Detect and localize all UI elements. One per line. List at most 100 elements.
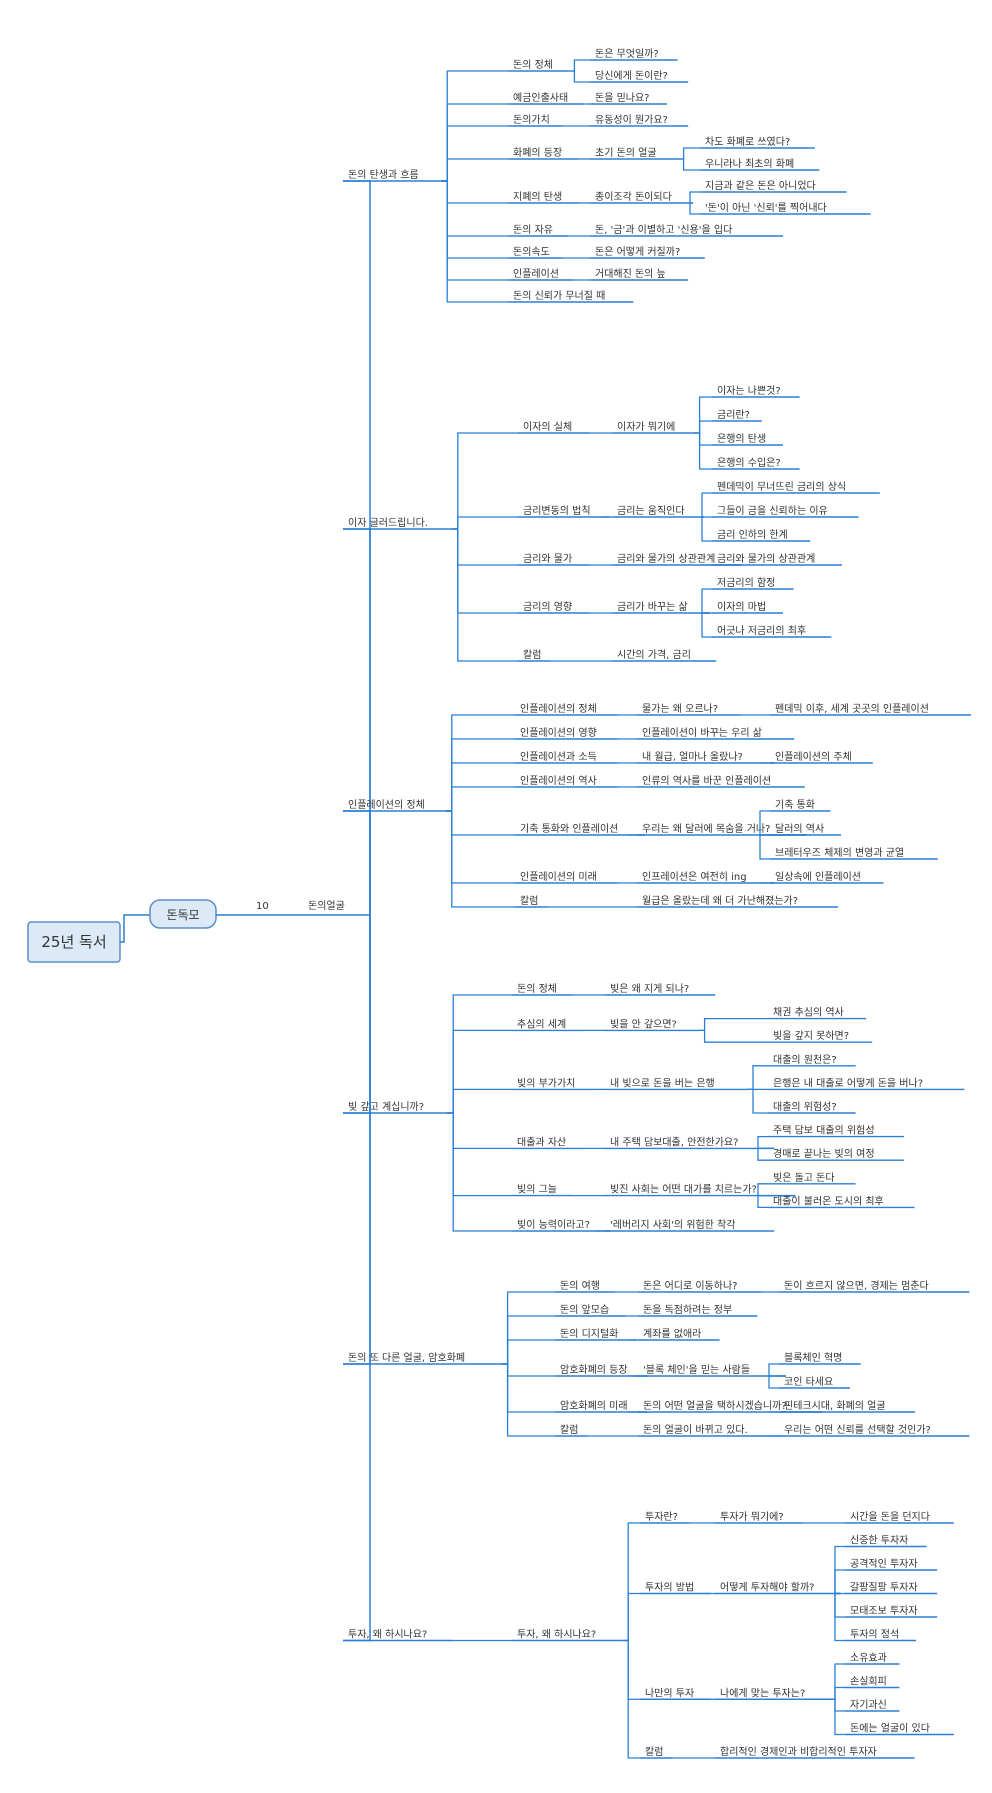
- branch-label: 돈의 탄생과 흐름: [348, 169, 419, 181]
- topic-label: 금리와 물가: [523, 553, 572, 565]
- topic-label: 돈의 얼굴이 바뀌고 있다.: [643, 1424, 748, 1436]
- topic-label: 돈은 어디로 이동하나?: [643, 1279, 737, 1292]
- leaf-label: 경매로 끝나는 빚의 여정: [773, 1147, 875, 1160]
- topic-label: 칼럼: [560, 1423, 578, 1436]
- topic-label: 돈의 디지털화: [560, 1328, 618, 1340]
- root-connector: [120, 914, 150, 943]
- topic-label: 암호화폐의 등장: [560, 1364, 628, 1376]
- leaf-label: 은행의 탄생: [717, 433, 766, 445]
- root-label: 25년 독서: [41, 933, 106, 951]
- leaf-label: 블록체인 혁명: [784, 1352, 842, 1364]
- leaf-label: 우니라나 최초의 화폐: [705, 158, 794, 170]
- node-connector: [447, 1112, 512, 1150]
- book-label: 돈독모: [166, 908, 199, 922]
- node-connector: [451, 432, 518, 530]
- node-connector: [768, 1363, 786, 1377]
- node-connector: [451, 528, 518, 566]
- node-connector: [698, 1029, 768, 1043]
- node-connector: [447, 1112, 512, 1197]
- node-connector: [677, 147, 700, 160]
- node-connector: [747, 1065, 768, 1091]
- leaf-label: 갈팡질팡 투자자: [850, 1581, 918, 1594]
- topic-label: 내 주택 담보대출, 안전한가요?: [610, 1136, 738, 1148]
- node-connector: [693, 432, 712, 470]
- count-label: 10: [256, 901, 269, 912]
- leaf-label: 돈, '금'과 이별하고 '신용'을 입다: [595, 223, 732, 236]
- trunk-connector: [343, 915, 371, 1365]
- leaf-label: 펜데믹 이후, 세계 곳곳의 인플레이션: [775, 703, 929, 715]
- leaf-label: 당신에게 돈이란?: [595, 70, 668, 82]
- topic-label: 빚을 안 갚으면?: [610, 1018, 677, 1030]
- topic-label: 금리의 영향: [523, 601, 572, 613]
- leaf-label: 대출의 위험성?: [773, 1100, 837, 1113]
- node-connector: [568, 59, 590, 72]
- node-connector: [451, 528, 518, 662]
- node-connector: [693, 396, 712, 434]
- topic-label: 종이조각 돈이되다: [595, 191, 672, 203]
- book-node[interactable]: 돈독모: [149, 899, 217, 929]
- leaf-label: 달러의 역사: [775, 823, 824, 835]
- node-connector: [829, 1698, 845, 1736]
- node-connector: [757, 1183, 796, 1197]
- topic-label: 어떻게 투자해야 할까?: [720, 1581, 814, 1594]
- trunk-connector: [343, 915, 371, 1114]
- topic-label: 투자가 뭐기에?: [720, 1511, 784, 1523]
- node-connector: [757, 1147, 775, 1161]
- node-connector: [757, 1135, 775, 1150]
- node-connector: [834, 1569, 845, 1595]
- leaf-label: 펜데믹이 무너뜨린 금리의 상식: [717, 481, 846, 493]
- leaf-label: 코인 타세요: [784, 1376, 833, 1388]
- node-connector: [622, 1639, 640, 1759]
- leaf-label: 시간의 가격, 금리: [617, 648, 691, 661]
- node-connector: [451, 516, 518, 530]
- node-connector: [829, 1698, 845, 1712]
- leaf-label: 인플레이션이 바꾸는 우리 삶: [642, 727, 762, 739]
- trunk-connector: [343, 915, 371, 1642]
- leaf-label: 돈을 독점하려는 정부: [643, 1303, 732, 1316]
- node-connector: [677, 158, 700, 171]
- topic-label: 암호화폐의 미래: [560, 1400, 628, 1412]
- topic-label: 대출과 자산: [517, 1136, 566, 1148]
- node-connector: [757, 1194, 796, 1209]
- leaf-label: 인류의 역사를 바꾼 인플레이션: [642, 775, 771, 787]
- title-label: 돈의얼굴: [308, 900, 345, 912]
- topic-label: 투자란?: [645, 1511, 678, 1523]
- topic-label: 내 빚으로 돈을 버는 은행: [610, 1077, 715, 1089]
- leaf-label: 브레터우즈 체제의 변영과 균열: [775, 847, 904, 859]
- leaf-label: 빚은 돌고 돈다: [773, 1172, 835, 1184]
- leaf-label: 일상속에 인플레이션: [775, 871, 861, 883]
- leaf-label: 돈에는 얼굴이 있다: [850, 1723, 930, 1735]
- topic-label: 칼럼: [523, 648, 541, 661]
- topic-label: 칼럼: [645, 1745, 663, 1758]
- topic-label: 돈의 앞모습: [560, 1304, 609, 1316]
- leaf-label: 대출의 원천은?: [773, 1054, 837, 1066]
- topic-label: 인플레이션의 영향: [520, 727, 597, 739]
- topic-label: 인플레이션: [513, 268, 559, 280]
- leaf-label: 돈은 무엇일까?: [595, 48, 659, 60]
- leaf-label: 소유효과: [850, 1652, 887, 1664]
- topic-label: 인프레이션은 여전히 ing: [642, 871, 747, 883]
- leaf-label: 빚은 왜 지게 되나?: [610, 983, 689, 995]
- topic-label: 돈의가치: [513, 114, 550, 126]
- branch-label: 빚 갚고 계십니까?: [348, 1101, 424, 1113]
- topic-label: 투자, 왜 하시나요?: [517, 1628, 596, 1641]
- leaf-label: 빚을 갚지 못하면?: [773, 1029, 849, 1042]
- topic-label: 내 월급, 얼마나 올랐나?: [642, 750, 743, 763]
- node-connector: [501, 1363, 555, 1437]
- root-node[interactable]: 25년 독서: [27, 921, 121, 963]
- node-connector: [441, 180, 508, 204]
- leaf-label: 손실회피: [850, 1676, 887, 1688]
- branch-label: 인플레이션의 정체: [348, 799, 425, 811]
- leaf-label: 자기과신: [850, 1699, 887, 1711]
- leaf-label: 시간을 돈을 던지다: [850, 1511, 930, 1523]
- node-connector: [768, 1375, 786, 1389]
- node-connector: [445, 810, 515, 908]
- node-connector: [701, 492, 712, 518]
- topic-label: 인플레이션의 미래: [520, 871, 597, 883]
- topic-label: 물가는 왜 오르나?: [642, 703, 718, 715]
- branch-label: 이자 글러드립니다.: [348, 516, 428, 529]
- leaf-label: 핀테크시대, 화폐의 얼굴: [784, 1400, 886, 1412]
- topic-label: 나에게 맞는 투자는?: [720, 1687, 805, 1699]
- trunk-connector: [343, 528, 371, 915]
- topic-label: 돈의 정체: [517, 983, 557, 995]
